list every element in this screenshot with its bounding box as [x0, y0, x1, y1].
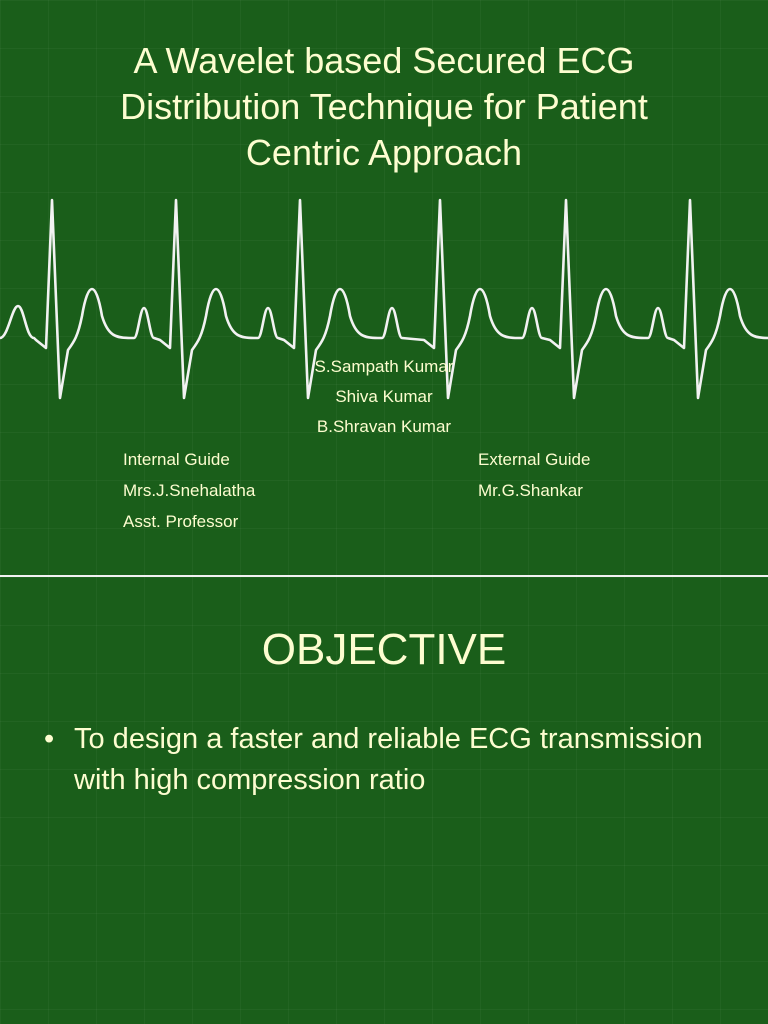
- title-line-3: Centric Approach: [245, 132, 523, 173]
- list-item: • To design a faster and reliable ECG tr…: [44, 719, 734, 801]
- ecg-waveform-icon: [0, 198, 768, 400]
- objective-bullet-list: • To design a faster and reliable ECG tr…: [44, 719, 734, 801]
- bullet-text: To design a faster and reliable ECG tran…: [74, 723, 703, 796]
- title-line-2: Distribution Technique for Patient: [120, 86, 648, 127]
- title-slide: A Wavelet based Secured ECG Distribution…: [0, 0, 768, 575]
- external-guide-block: External Guide Mr.G.Shankar: [478, 444, 590, 506]
- external-guide-label: External Guide: [478, 450, 591, 469]
- slide-divider: [0, 575, 768, 577]
- author-name: B.Shravan Kumar: [316, 417, 452, 436]
- title-line-1: A Wavelet based Secured ECG: [133, 40, 635, 81]
- author-name: S.Sampath Kumar: [314, 357, 454, 376]
- internal-guide-block: Internal Guide Mrs.J.Snehalatha Asst. Pr…: [123, 444, 255, 537]
- author-name: Shiva Kumar: [335, 387, 433, 406]
- ecg-trace: [0, 198, 768, 400]
- objective-title: OBJECTIVE: [261, 625, 507, 674]
- slide-title: A Wavelet based Secured ECG Distribution…: [20, 38, 748, 176]
- internal-guide-name: Mrs.J.Snehalatha: [123, 481, 256, 500]
- bullet-icon: •: [44, 723, 55, 755]
- author-list: S.Sampath Kumar Shiva Kumar B.Shravan Ku…: [234, 352, 534, 442]
- external-guide-name: Mr.G.Shankar: [478, 481, 583, 500]
- internal-guide-label: Internal Guide: [123, 450, 230, 469]
- objective-slide: OBJECTIVE • To design a faster and relia…: [0, 577, 768, 1024]
- internal-guide-designation: Asst. Professor: [123, 512, 239, 531]
